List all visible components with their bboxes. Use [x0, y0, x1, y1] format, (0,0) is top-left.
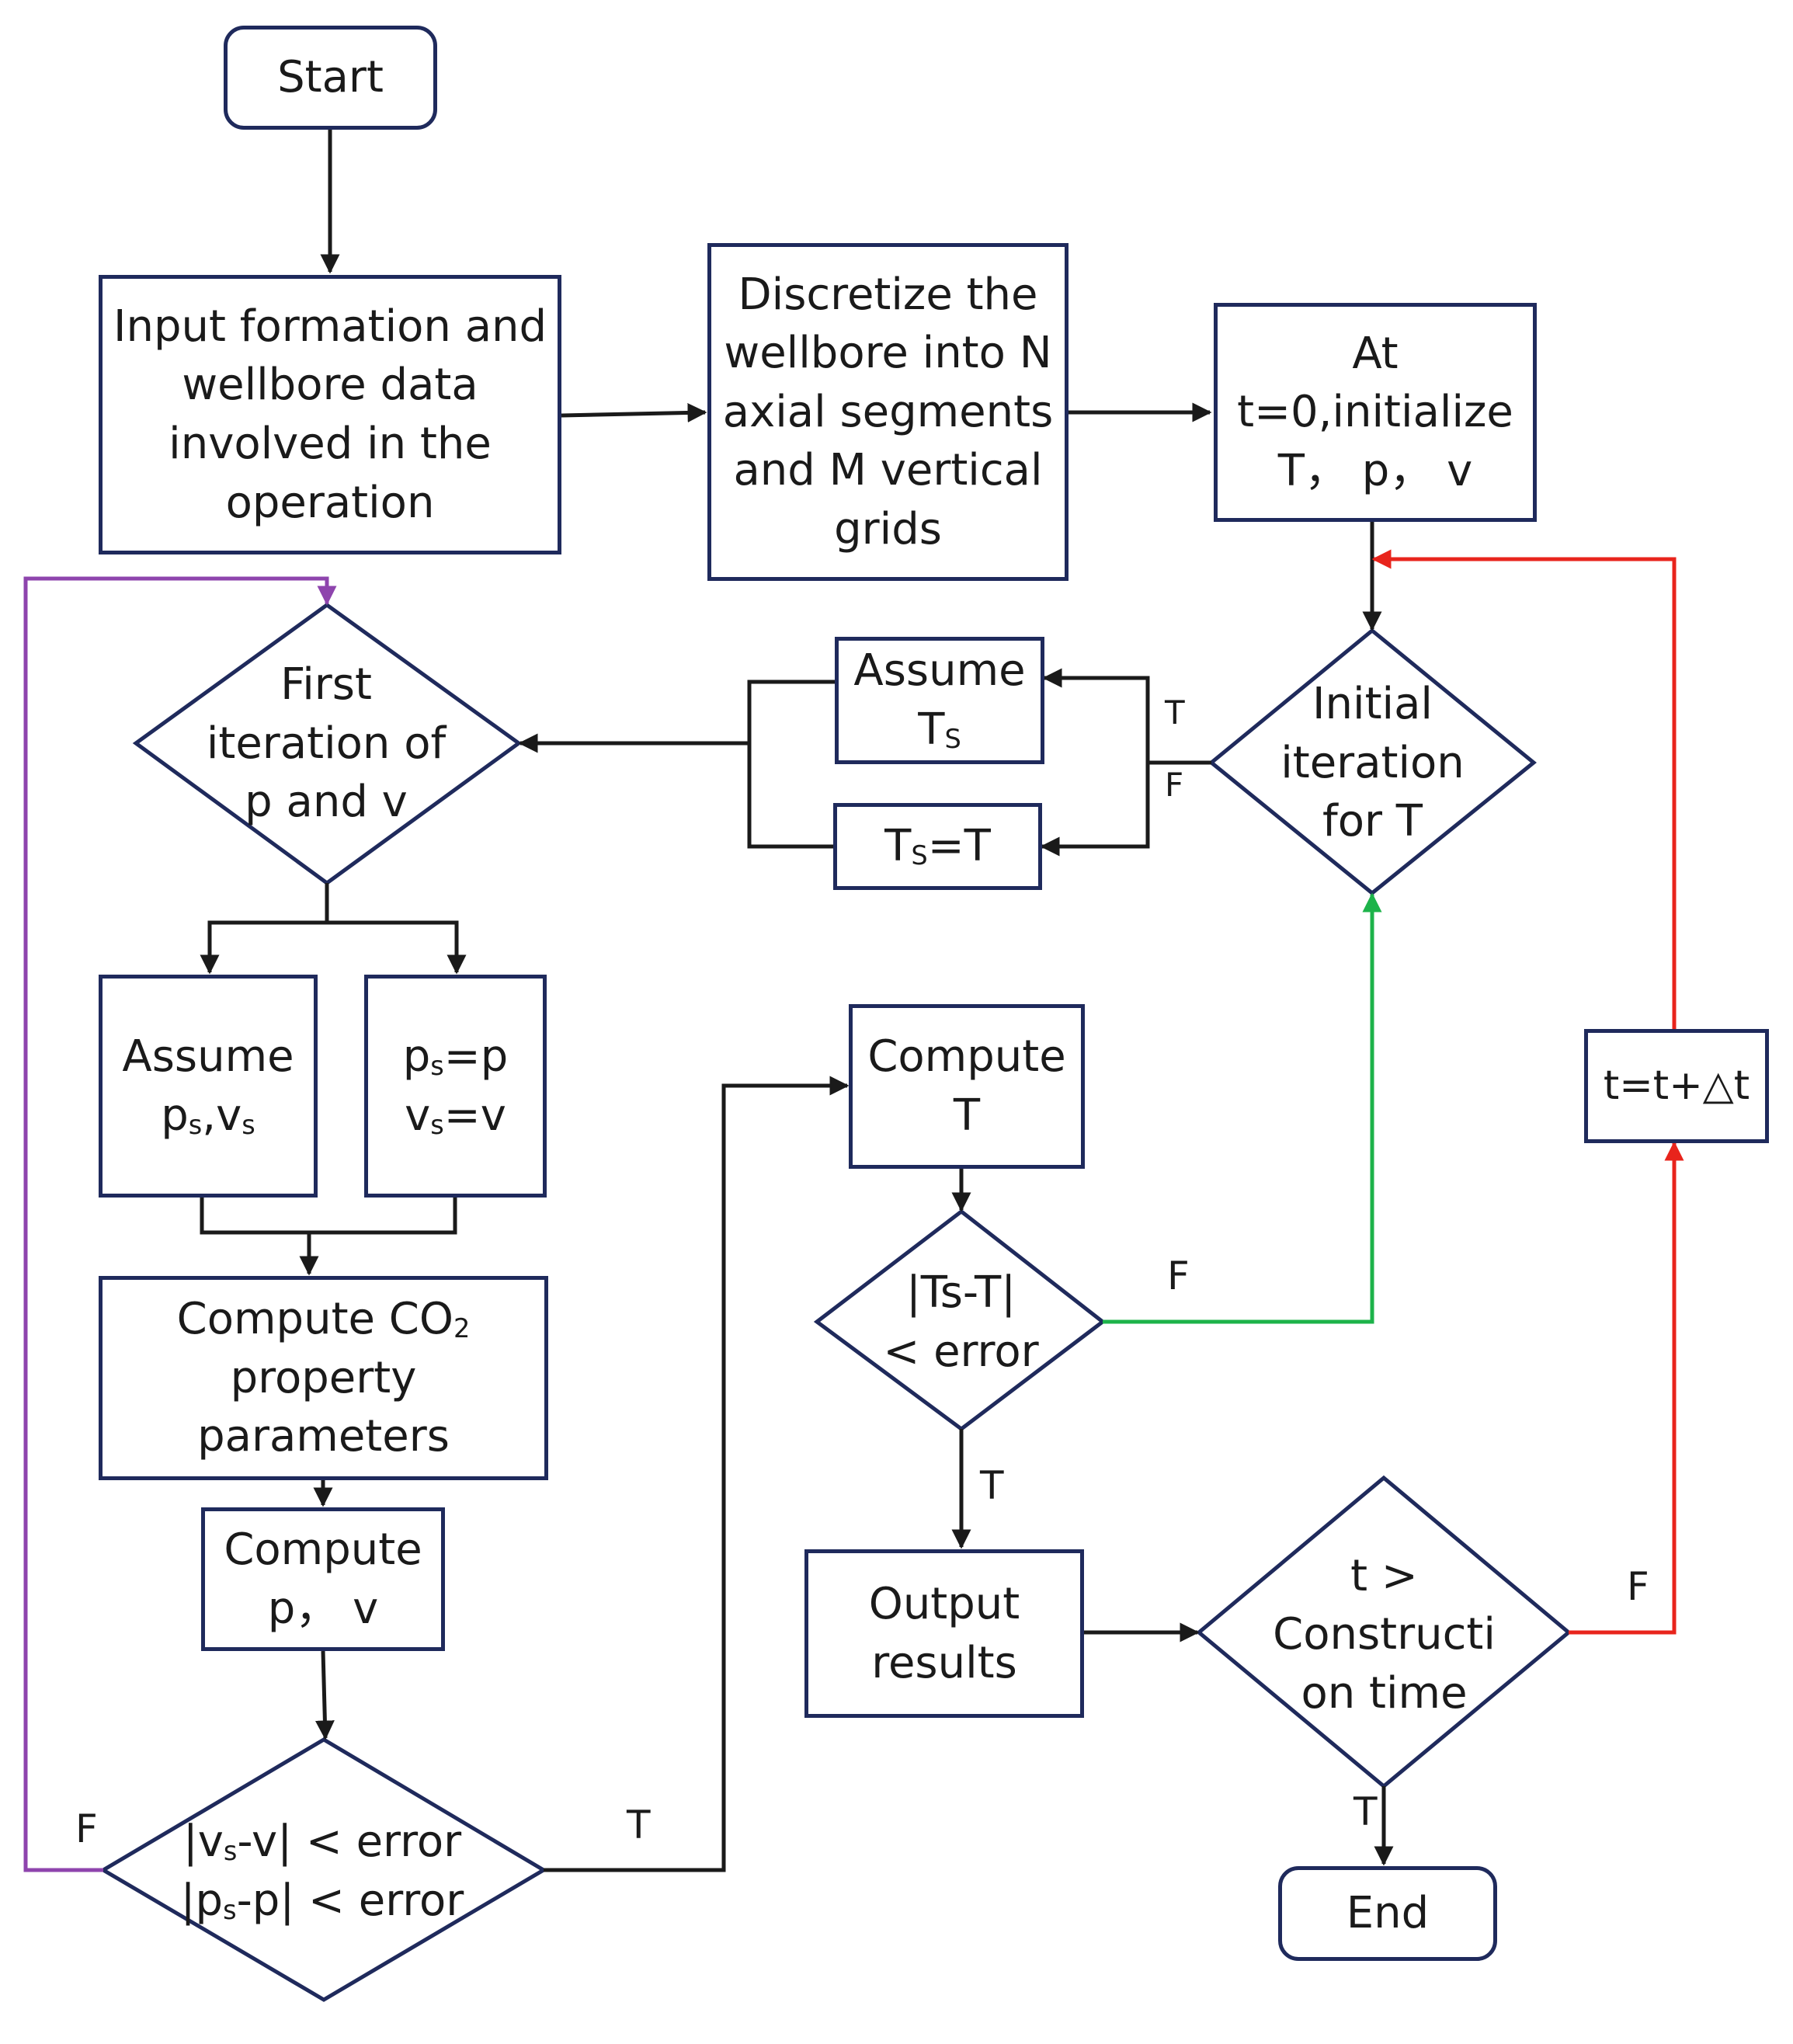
time-step-label: t=t+△t	[1603, 1062, 1750, 1110]
assume-psvs-word: Assume	[122, 1031, 294, 1082]
label-initial-true: T	[1165, 694, 1185, 732]
input-line-1: Input formation and	[113, 301, 547, 352]
loop-green-false	[1103, 892, 1382, 1324]
ts-check-text: |Ts-T| < error	[854, 1258, 1068, 1386]
input-line-2: wellbore data	[182, 360, 478, 411]
assume-ts-box: Assume TS	[835, 637, 1044, 764]
init-line-2: t=0,initialize	[1237, 387, 1513, 438]
initialize-box: At t=0,initialize T， p， v	[1214, 303, 1537, 522]
label-ts-check-false: F	[1167, 1253, 1190, 1298]
init-line-1: At	[1352, 328, 1399, 379]
start-label: Start	[277, 52, 384, 103]
label-time-check-true: T	[1353, 1789, 1378, 1834]
ts-equals-t-label: TS=T	[884, 821, 991, 872]
label-initial-false: F	[1165, 766, 1184, 804]
end-label: End	[1346, 1888, 1430, 1939]
output-line-1: Output	[868, 1578, 1020, 1629]
output-line-2: results	[871, 1637, 1017, 1688]
first-iter-line-3: p and v	[245, 777, 408, 828]
discretize-box: Discretize the wellbore into N axial seg…	[707, 243, 1069, 581]
line-first-iter-split	[200, 883, 329, 975]
compute-t-line-1: Compute	[867, 1031, 1066, 1083]
initial-iteration-text: Initial iteration for T	[1242, 668, 1503, 858]
convergence-line-2: |ps-p| < error	[180, 1875, 464, 1926]
compute-pv-line-1: Compute	[224, 1524, 422, 1575]
convergence-line-1: |vs-v| < error	[182, 1816, 462, 1868]
first-iter-line-2: iteration of	[206, 718, 447, 769]
input-data-box: Input formation and wellbore data involv…	[99, 275, 561, 554]
assume-ts-var: TS	[918, 704, 961, 755]
discretize-line-4: and M vertical	[733, 445, 1043, 496]
assume-ts-word: Assume	[853, 645, 1026, 697]
time-check-line-2: Constructi	[1273, 1609, 1496, 1660]
compute-t-line-2: T	[953, 1090, 981, 1141]
arrow-split-to-ps-p	[327, 920, 467, 975]
init-line-3: T， p， v	[1277, 445, 1473, 496]
input-line-4: operation	[225, 477, 435, 528]
vs-equals-v: vs=v	[405, 1090, 506, 1141]
co2-line-1: Compute CO2	[176, 1294, 471, 1345]
loop-purple-false	[23, 576, 337, 1872]
end-terminal: End	[1278, 1866, 1497, 1961]
label-convergence-false: F	[75, 1806, 98, 1851]
compute-t-box: Compute T	[849, 1004, 1085, 1169]
initial-iter-line-2: iteration	[1280, 737, 1465, 788]
time-check-line-3: on time	[1301, 1667, 1468, 1719]
initial-iter-line-3: for T	[1322, 796, 1423, 847]
arrow-compute-pv-to-convergence	[314, 1650, 335, 1740]
label-time-check-false: F	[1627, 1564, 1649, 1609]
time-check-line-1: t >	[1350, 1550, 1418, 1601]
arrow-input-to-discretize	[561, 402, 707, 422]
label-convergence-true: T	[627, 1802, 651, 1848]
time-step-box: t=t+△t	[1584, 1029, 1769, 1143]
discretize-line-2: wellbore into N	[724, 328, 1052, 379]
assume-psvs-vars: ps,vs	[161, 1090, 255, 1141]
arrow-initial-to-ts-eq-t	[1040, 763, 1150, 857]
label-ts-check-true: T	[980, 1463, 1004, 1508]
ts-check-line-1: |Ts-T|	[905, 1267, 1016, 1318]
first-iter-line-1: First	[280, 659, 372, 711]
first-iteration-text: First iteration of p and v	[179, 652, 474, 835]
loop-red-false-up	[1569, 1141, 1684, 1635]
arrow-convergence-to-compute-t	[544, 1076, 850, 1872]
line-join-to-co2	[200, 1198, 457, 1235]
ps-equals-p: ps=p	[402, 1031, 509, 1082]
ps-equals-p-box: ps=p vs=v	[364, 975, 547, 1198]
initial-iter-line-1: Initial	[1312, 679, 1433, 730]
ts-check-line-2: < error	[883, 1326, 1039, 1377]
compute-co2-box: Compute CO2 property parameters	[99, 1276, 548, 1480]
input-line-3: involved in the	[169, 419, 492, 469]
co2-line-2: property	[230, 1352, 417, 1403]
diamond-convergence	[99, 1737, 547, 2002]
line-assume-ts-merge	[747, 680, 835, 849]
compute-pv-line-2: p， v	[267, 1583, 379, 1634]
loop-red-to-init	[1371, 549, 1677, 1029]
arrow-initial-to-assume-ts	[1042, 668, 1211, 765]
discretize-line-5: grids	[834, 503, 942, 554]
output-results-box: Output results	[804, 1549, 1084, 1718]
start-terminal: Start	[224, 26, 437, 130]
convergence-text: |vs-v| < error |ps-p| < error	[167, 1809, 478, 1934]
ts-equals-t-box: TS=T	[833, 803, 1042, 890]
compute-pv-box: Compute p， v	[201, 1507, 445, 1651]
discretize-line-1: Discretize the	[738, 269, 1038, 320]
time-check-text: t > Constructi on time	[1250, 1542, 1518, 1728]
discretize-line-3: axial segments	[722, 386, 1054, 437]
assume-ps-vs-box: Assume ps,vs	[99, 975, 318, 1198]
co2-line-3: parameters	[197, 1411, 450, 1462]
